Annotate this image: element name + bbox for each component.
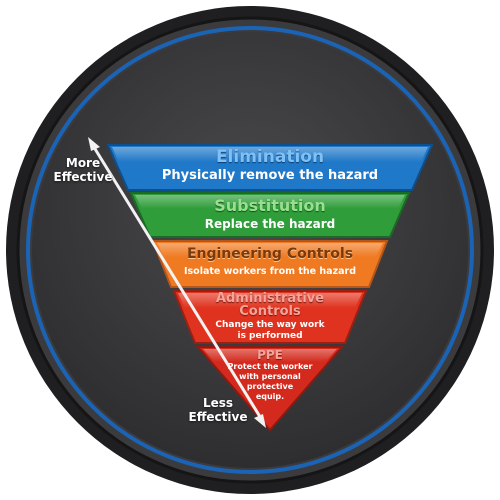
less-effective-label: Less Effective [180,396,256,424]
effectiveness-arrow-shaft [90,143,264,421]
tier-administrative-title-line2: Controls [239,304,301,319]
tier-substitution-subtitle: Replace the hazard [204,217,336,231]
tier-ppe-subtitle: Protect the worker with personal protect… [225,362,315,402]
more-effective-line2: Effective [53,170,113,184]
tier-engineering-title: Engineering Controls [186,246,354,262]
more-effective-label: More Effective [48,156,118,184]
tier-engineering-subtitle: Isolate workers from the hazard [183,266,357,277]
tier-ppe-subtitle-line4: equip. [255,392,285,401]
tier-ppe-subtitle-line2: with personal [239,372,301,381]
arrow-head-top [88,137,100,151]
tier-engineering-shine [157,243,383,257]
less-effective-line2: Effective [188,410,248,424]
tier-elimination-title: Elimination [215,147,325,167]
tier-ppe-band [195,346,345,432]
tier-ppe-title: PPE [257,348,283,362]
tier-elimination-shine [112,147,428,162]
less-effective-line1: Less [202,396,234,410]
tier-ppe-subtitle-line1: Protect the worker [227,362,313,371]
tier-administrative-subtitle-line1: Change the way work [215,320,325,330]
tier-elimination-subtitle: Physically remove the hazard [161,168,379,183]
more-effective-line1: More [65,156,101,170]
arrow-head-bottom [254,414,266,428]
tier-ppe-subtitle-line3: protective [246,382,294,391]
tier-ppe-shine [203,349,337,362]
badge-blue-ring [26,26,474,474]
tier-substitution-shine [135,195,405,209]
tier-administrative-title: Administrative Controls [190,292,350,318]
tier-substitution-title: Substitution [214,196,326,215]
tier-administrative-subtitle-line2: is performed [237,331,303,341]
tier-administrative-subtitle: Change the way work is performed [200,320,340,342]
tier-administrative-title-line1: Administrative [215,291,325,306]
tier-administrative-shine [178,293,362,308]
